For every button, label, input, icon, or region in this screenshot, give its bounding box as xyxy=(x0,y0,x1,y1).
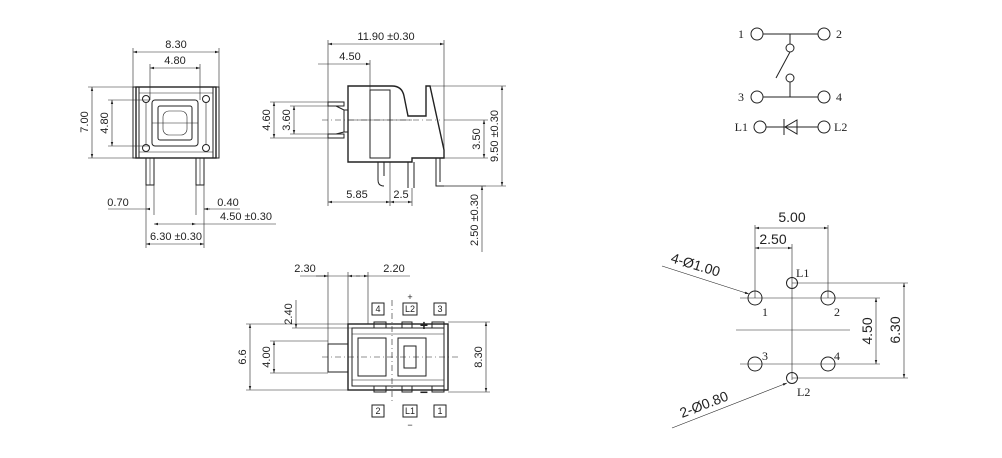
dim-side-nose: 4.50 xyxy=(339,51,360,63)
dim-span-inner: 2.50 xyxy=(759,231,786,247)
pin-label-l1: L1 xyxy=(405,406,415,416)
hole-small xyxy=(786,277,798,289)
led-diode-symbol xyxy=(784,119,798,135)
pin-box xyxy=(402,404,418,418)
fp-label-3: 3 xyxy=(762,349,768,363)
pin-label-l2: L2 xyxy=(405,304,415,314)
dim-pin-offset: 0.70 xyxy=(107,197,128,209)
schematic: 1 2 3 4 L1 L2 xyxy=(735,27,847,135)
hole-large xyxy=(820,290,836,306)
corner-hole xyxy=(202,144,210,152)
pin-mark-bottom: − xyxy=(407,420,412,430)
dim-side-base: 5.85 xyxy=(346,189,367,201)
pin-mark-top: + xyxy=(407,292,412,302)
pin-label-4: 4 xyxy=(375,304,380,314)
pin-box xyxy=(371,302,385,316)
pin-box xyxy=(402,302,418,316)
dim-bottom-left-off: 2.30 xyxy=(294,263,315,275)
dim-height-inner: 4.80 xyxy=(99,112,111,133)
dim-bottom-height-inner: 4.00 xyxy=(261,346,273,367)
dim-span-outer: 5.00 xyxy=(778,209,805,225)
corner-hole xyxy=(202,95,210,103)
fp-label-1: 1 xyxy=(762,305,768,319)
dim-side-h-right-small: 3.50 xyxy=(471,128,483,149)
minus-sign: − xyxy=(420,384,428,400)
dim-width-inner: 4.80 xyxy=(164,55,185,67)
corner-hole xyxy=(142,95,150,103)
fp-label-2: 2 xyxy=(834,305,840,319)
side-view: 11.90 ±0.30 4.50 4.60 3.60 3.50 9.50 ±0.… xyxy=(261,31,506,252)
dim-pin-span-large: 6.30 ±0.30 xyxy=(150,231,202,243)
dim-bottom-top-off: 2.40 xyxy=(283,303,295,324)
schematic-node-l1: L1 xyxy=(735,120,748,134)
pin-label-1: 1 xyxy=(437,406,442,416)
hole-large-callout: 4-Ø1.00 xyxy=(669,250,722,280)
pin-label-2: 2 xyxy=(375,406,380,416)
pin-label-3: 3 xyxy=(437,304,442,314)
dim-height-outer: 7.00 xyxy=(79,111,91,132)
pin-box xyxy=(433,302,447,316)
dim-total-height: 6.30 xyxy=(887,316,903,343)
schematic-node-2: 2 xyxy=(836,27,842,41)
hole-large xyxy=(747,290,763,306)
schematic-node-l2: L2 xyxy=(834,120,847,134)
dim-side-h-inner: 3.60 xyxy=(281,109,293,130)
schematic-node-1: 1 xyxy=(738,27,744,41)
corner-hole xyxy=(142,144,150,152)
dim-bottom-height-right: 8.30 xyxy=(473,346,485,367)
dim-side-pin-length: 2.50 ±0.30 xyxy=(469,194,481,246)
fp-label-l1: L1 xyxy=(796,266,809,280)
schematic-node-4: 4 xyxy=(836,90,842,104)
dim-side-length: 11.90 ±0.30 xyxy=(357,31,414,43)
dim-bottom-height-left: 6.6 xyxy=(237,349,249,364)
fp-label-l2: L2 xyxy=(797,385,810,399)
dim-side-h-outer: 4.60 xyxy=(261,109,273,130)
hole-large xyxy=(747,356,763,372)
pcb-footprint: 5.00 2.50 4.50 6.30 1 2 3 4 L1 L2 4-Ø1.0… xyxy=(661,209,908,429)
plus-sign: + xyxy=(420,317,428,333)
dim-width-outer: 8.30 xyxy=(165,39,186,51)
bottom-view: + − 4 L2 + 3 2 L1 − 1 2.30 2.20 2.40 6. xyxy=(237,263,490,430)
dim-row-gap: 4.50 xyxy=(859,317,875,344)
fp-label-4: 4 xyxy=(834,349,840,363)
dim-bottom-right-off: 2.20 xyxy=(383,263,404,275)
dim-side-pin-gap: 2.5 xyxy=(393,189,408,201)
pin-box xyxy=(371,404,385,418)
dim-side-h-right-large: 9.50 ±0.30 xyxy=(489,110,501,162)
hole-small xyxy=(786,372,798,384)
hole-large xyxy=(820,356,836,372)
schematic-node-3: 3 xyxy=(738,90,744,104)
dim-pin-width: 0.40 xyxy=(217,197,238,209)
dim-pin-span-small: 4.50 ±0.30 xyxy=(220,211,272,223)
front-view: 8.30 4.80 7.00 4.80 0.70 0.40 4.50 ±0.30… xyxy=(79,39,276,248)
pin-box xyxy=(433,404,447,418)
